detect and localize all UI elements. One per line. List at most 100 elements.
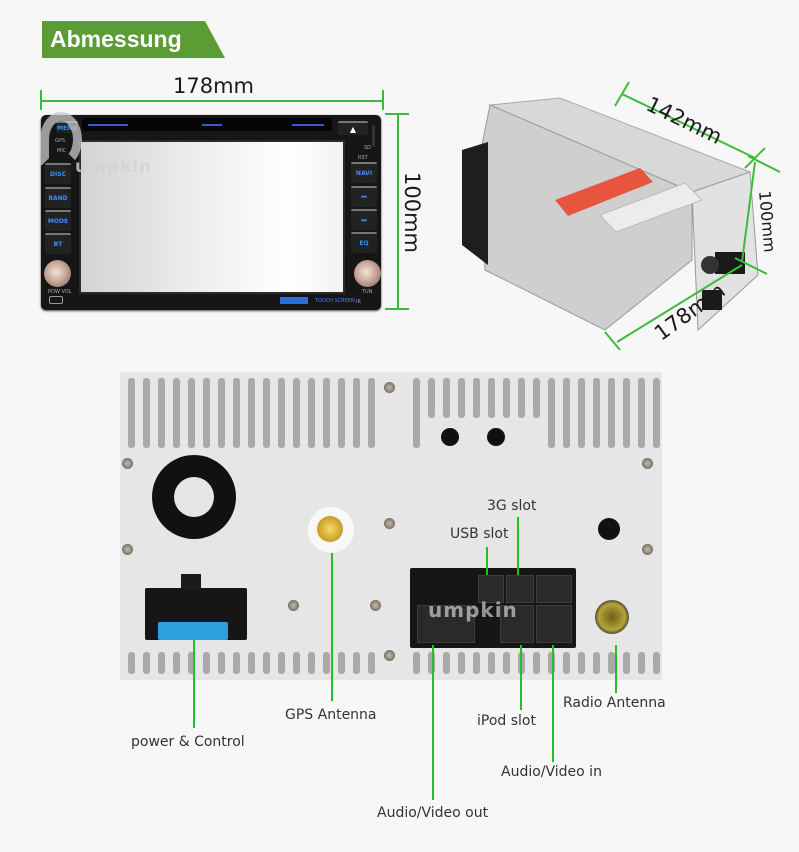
touch-screen-badge: TOUCH SCREEN xyxy=(315,298,355,304)
heat-sink-fin xyxy=(488,378,495,418)
section-banner xyxy=(42,21,225,58)
heat-sink-fin xyxy=(218,378,225,448)
front-width-tick-right xyxy=(382,90,384,110)
heat-sink-fin xyxy=(203,378,210,448)
pointer-ipod xyxy=(520,645,522,710)
radio-antenna-port[interactable] xyxy=(595,600,629,634)
extra-port[interactable] xyxy=(536,575,572,603)
heat-sink-fin xyxy=(638,378,645,448)
mode-button[interactable]: MODE xyxy=(45,210,71,231)
ipod-port[interactable] xyxy=(500,605,534,643)
front-width-label: 178mm xyxy=(173,74,254,98)
3g-slot-port[interactable] xyxy=(506,575,534,603)
pow-vol-label: POW VOL xyxy=(48,289,72,295)
cooling-fan xyxy=(152,455,236,539)
heat-sink-fin xyxy=(158,378,165,448)
heat-sink-fin xyxy=(308,378,315,448)
callout-av-in: Audio/Video in xyxy=(501,764,602,780)
touch-screen[interactable] xyxy=(79,140,345,294)
disc-slot xyxy=(82,118,332,131)
heat-sink-fin xyxy=(308,652,315,674)
next-button[interactable]: ⏭ xyxy=(351,209,377,230)
rst-label: RST xyxy=(358,155,368,161)
heat-sink-fin xyxy=(533,378,540,418)
callout-gps-antenna: GPS Antenna xyxy=(285,707,377,723)
navi-button[interactable]: NAVI xyxy=(351,162,377,183)
heat-sink-fin xyxy=(593,378,600,448)
band-button[interactable]: BAND xyxy=(45,187,71,208)
previous-button[interactable]: ⏮ xyxy=(351,186,377,207)
heat-sink-fin xyxy=(578,652,585,674)
depth-tick-rear xyxy=(744,147,766,169)
callout-radio-antenna: Radio Antenna xyxy=(563,695,666,711)
heat-sink-fin xyxy=(353,378,360,448)
screw-icon xyxy=(122,544,133,555)
sd-card-slot[interactable] xyxy=(372,125,375,147)
heat-sink-fin xyxy=(338,378,345,448)
heat-sink-fin xyxy=(458,652,465,674)
heat-sink-fin xyxy=(428,378,435,418)
heat-sink-fin xyxy=(338,652,345,674)
heat-sink-fin xyxy=(143,652,150,674)
pointer-power xyxy=(193,640,195,728)
pumpkin-logo-p xyxy=(40,112,82,167)
pumpkin-watermark-front: umpkin xyxy=(75,157,153,177)
power-volume-knob[interactable] xyxy=(44,260,71,287)
mount-hole xyxy=(598,518,620,540)
heat-sink-fin xyxy=(653,652,660,674)
heat-sink-fin xyxy=(263,378,270,448)
eq-button[interactable]: EQ xyxy=(351,232,377,253)
heat-sink-fin xyxy=(188,378,195,448)
heat-sink-fin xyxy=(443,378,450,418)
pointer-av-out xyxy=(432,645,434,800)
warning-sticker xyxy=(555,168,653,216)
connector-latch xyxy=(181,574,201,590)
sd-label: SD xyxy=(364,145,372,151)
callout-power-control: power & Control xyxy=(131,734,245,750)
usb-port-front[interactable] xyxy=(49,296,63,304)
av-out-port[interactable] xyxy=(417,605,475,643)
pointer-usb xyxy=(486,547,488,575)
front-height-dimension-line xyxy=(397,113,399,310)
heat-sink-fin xyxy=(173,652,180,674)
tun-label: TUN xyxy=(362,289,373,295)
heat-sink-fin xyxy=(413,378,420,448)
heat-sink-fin xyxy=(158,652,165,674)
height-tick-top xyxy=(747,155,781,173)
heat-sink-fin xyxy=(428,652,435,674)
usb-slot-port[interactable] xyxy=(478,575,504,603)
heat-sink-fin xyxy=(443,652,450,674)
av-in-port[interactable] xyxy=(536,605,572,643)
pumpkin-watermark-rear: umpkin xyxy=(428,598,518,622)
eject-button[interactable]: ▲ xyxy=(338,121,368,135)
tune-knob[interactable] xyxy=(354,260,381,287)
bt-button[interactable]: BT xyxy=(45,233,71,254)
heat-sink-fin xyxy=(563,652,570,674)
heat-sink-fin xyxy=(548,652,555,674)
heat-sink-fin xyxy=(623,652,630,674)
callout-3g-slot: 3G slot xyxy=(487,498,537,514)
screw-icon xyxy=(642,544,653,555)
heat-sink-fin xyxy=(293,378,300,448)
heat-sink-fin xyxy=(293,652,300,674)
screw-icon xyxy=(122,458,133,469)
heat-sink-fin xyxy=(128,378,135,448)
heat-sink-fin xyxy=(563,378,570,448)
heat-sink-fin xyxy=(608,378,615,448)
screw-icon xyxy=(370,600,381,611)
vent-hole-right xyxy=(487,428,505,446)
callout-usb-slot: USB slot xyxy=(450,526,509,542)
fuse xyxy=(158,622,228,640)
heat-sink-fin xyxy=(518,378,525,418)
heat-sink-fin xyxy=(278,378,285,448)
height-dimension-line xyxy=(741,161,756,263)
heat-sink-fin xyxy=(218,652,225,674)
heat-sink-fin xyxy=(128,652,135,674)
heat-sink-fin xyxy=(533,652,540,674)
gps-antenna-port[interactable] xyxy=(317,516,343,542)
screw-icon xyxy=(642,458,653,469)
screw-icon xyxy=(384,382,395,393)
ir-label: IR xyxy=(356,299,361,305)
heat-sink-fin xyxy=(368,652,375,674)
heat-sink-fin xyxy=(353,652,360,674)
